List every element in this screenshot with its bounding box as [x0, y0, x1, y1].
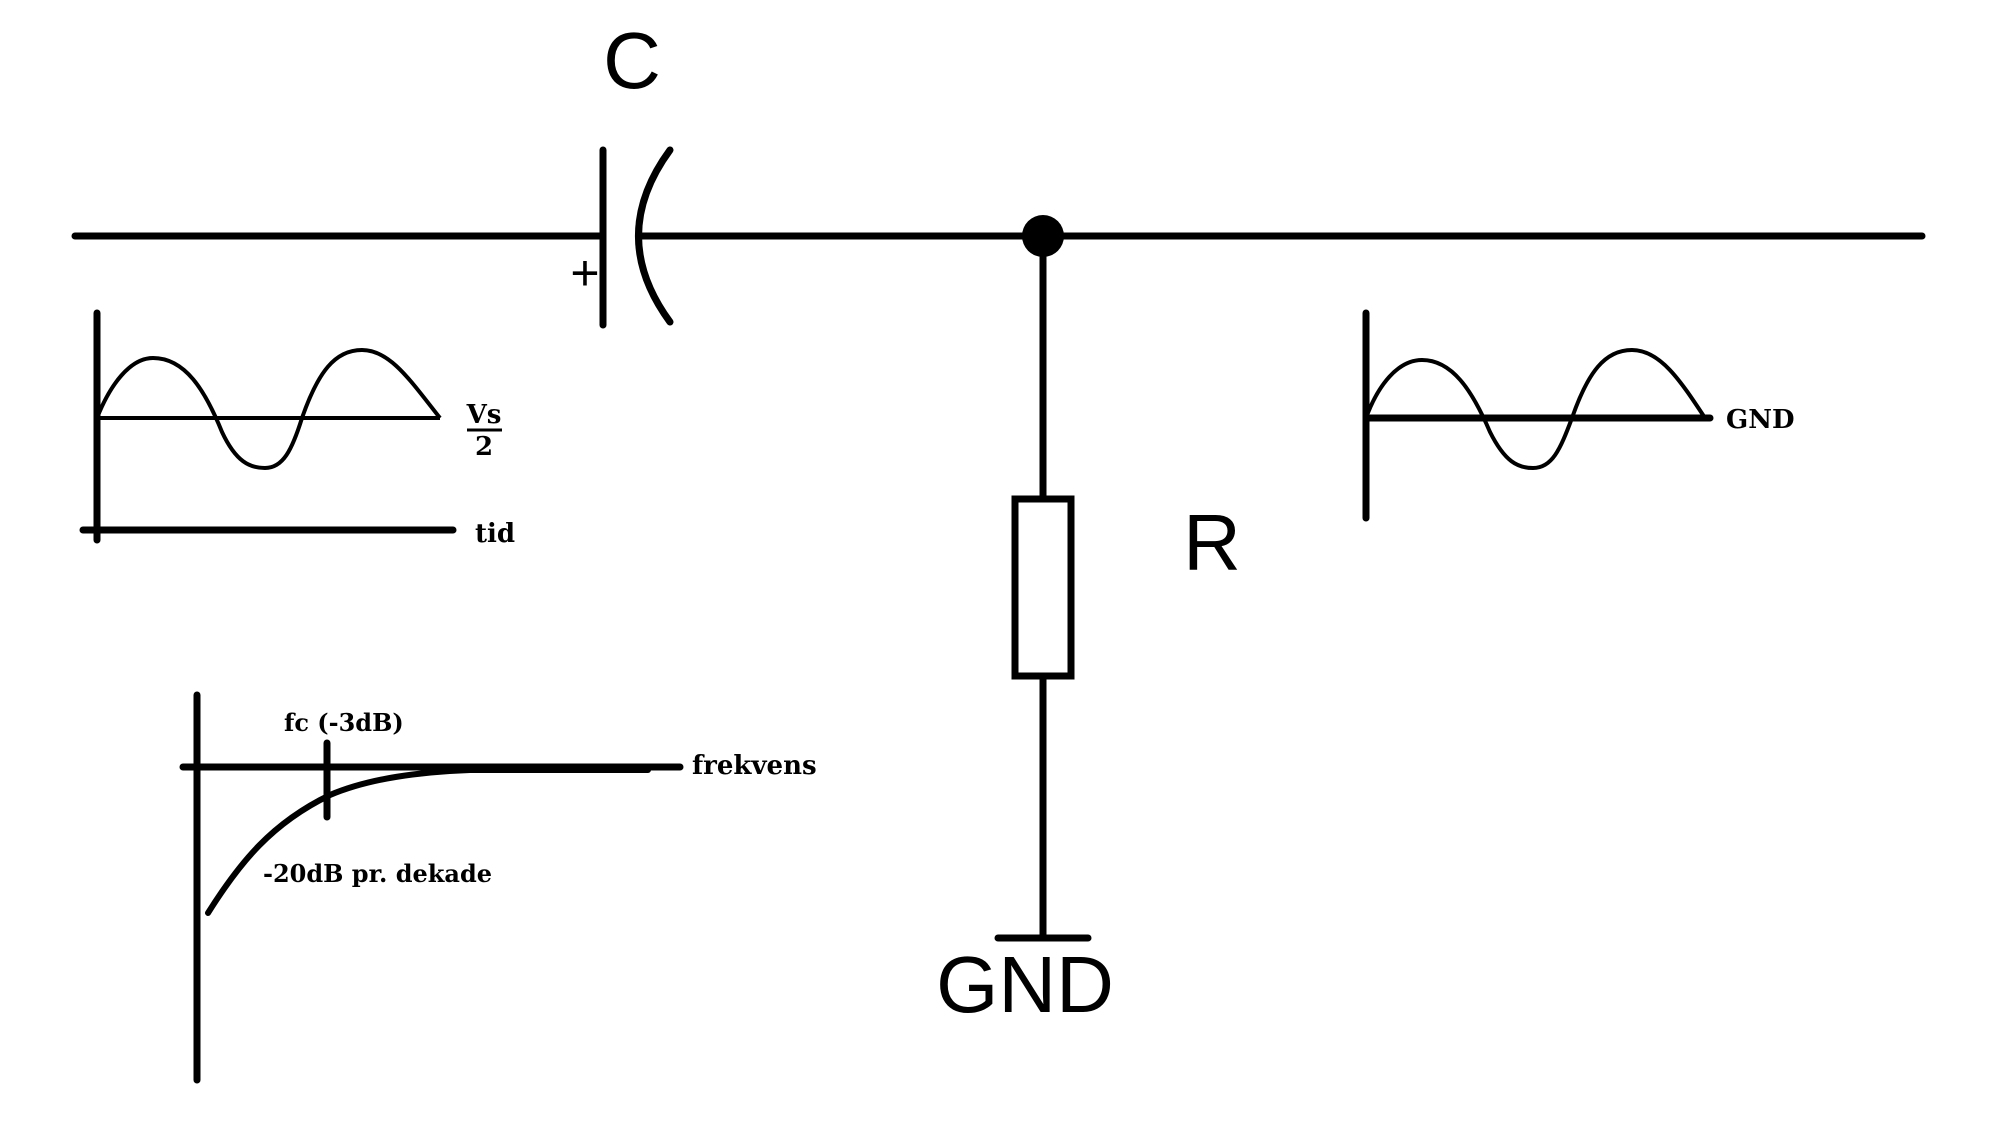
input-signal-plot: Vs 2 tid: [79, 309, 515, 549]
cutoff-label: fc (-3dB): [284, 708, 404, 737]
schematic: C + R GND: [71, 16, 1926, 1029]
frequency-response-plot: fc (-3dB) -20dB pr. dekade frekvens: [179, 691, 817, 1084]
output-sine-wave: [1364, 347, 1707, 471]
input-signal-label-bottom: 2: [475, 432, 493, 462]
slope-label: -20dB pr. dekade: [263, 859, 492, 888]
capacitor-label: C: [603, 16, 661, 105]
time-axis-label: tid: [475, 519, 515, 549]
output-gnd-label: GND: [1726, 405, 1795, 435]
resistor-body: [1011, 495, 1075, 680]
output-signal-plot: GND: [1362, 309, 1795, 522]
capacitor-polarity-label: +: [570, 245, 599, 301]
rolloff-curve: [205, 767, 651, 916]
ground-label: GND: [936, 940, 1114, 1029]
frequency-axis-label: frekvens: [692, 751, 817, 781]
resistor-label: R: [1183, 498, 1241, 587]
input-sine-wave: [95, 347, 442, 471]
input-signal-label-top: Vs: [466, 400, 502, 430]
